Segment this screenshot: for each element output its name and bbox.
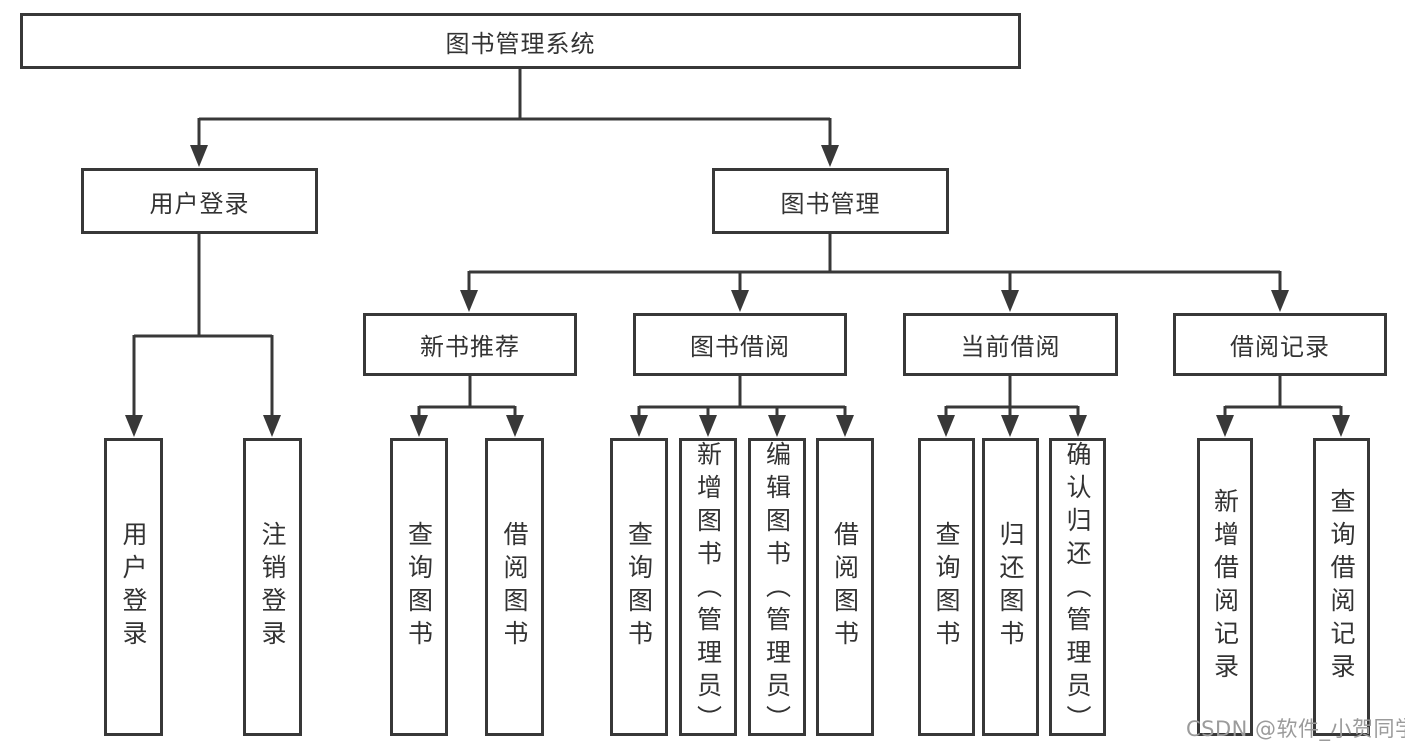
leaf-return-books-label: 归还图书 — [996, 521, 1025, 653]
leaf-add-borrow-record-label: 新增借阅记录 — [1210, 488, 1240, 686]
node-book-borrowing: 图书借阅 — [633, 313, 847, 376]
node-user-login: 用户登录 — [81, 168, 318, 234]
leaf-user-login-label: 用户登录 — [119, 521, 148, 653]
leaf-edit-books-admin: 编辑图书（管理员） — [748, 438, 806, 738]
leaf-logout-label: 注销登录 — [258, 521, 287, 653]
node-book-borrowing-label: 图书借阅 — [690, 333, 790, 361]
leaf-borrow-books-2: 借阅图书 — [816, 438, 874, 736]
leaf-query-books-3-label: 查询图书 — [932, 521, 961, 653]
node-borrow-records: 借阅记录 — [1173, 313, 1387, 376]
leaf-query-borrow-record: 查询借阅记录 — [1313, 438, 1370, 736]
node-root: 图书管理系统 — [20, 13, 1021, 69]
leaf-confirm-return-admin-label: 确认归还（管理员） — [1063, 441, 1092, 738]
leaf-borrow-books-1-label: 借阅图书 — [500, 521, 529, 653]
leaf-borrow-books-2-label: 借阅图书 — [830, 521, 860, 653]
leaf-confirm-return-admin: 确认归还（管理员） — [1049, 438, 1106, 738]
node-user-login-label: 用户登录 — [149, 189, 250, 218]
node-book-management: 图书管理 — [712, 168, 949, 234]
leaf-edit-books-admin-label: 编辑图书（管理员） — [762, 441, 792, 738]
node-new-book-recommend: 新书推荐 — [363, 313, 577, 376]
node-current-borrowing-label: 当前借阅 — [960, 333, 1061, 361]
leaf-add-books-admin: 新增图书（管理员） — [679, 438, 737, 738]
leaf-query-books-1: 查询图书 — [390, 438, 448, 736]
leaf-query-borrow-record-label: 查询借阅记录 — [1327, 488, 1356, 686]
leaf-add-borrow-record: 新增借阅记录 — [1197, 438, 1253, 736]
watermark: CSDN @软件_小贺同学 — [1186, 717, 1405, 741]
leaf-logout: 注销登录 — [243, 438, 302, 736]
leaf-add-books-admin-label: 新增图书（管理员） — [693, 441, 723, 738]
node-current-borrowing: 当前借阅 — [903, 313, 1118, 376]
node-borrow-records-label: 借阅记录 — [1230, 333, 1330, 361]
leaf-query-books-3: 查询图书 — [918, 438, 975, 736]
leaf-query-books-2-label: 查询图书 — [624, 521, 654, 653]
node-book-management-label: 图书管理 — [780, 189, 881, 218]
leaf-query-books-1-label: 查询图书 — [404, 521, 434, 653]
leaf-borrow-books-1: 借阅图书 — [485, 438, 544, 736]
leaf-user-login: 用户登录 — [104, 438, 163, 736]
node-root-label: 图书管理系统 — [445, 29, 596, 58]
leaf-query-books-2: 查询图书 — [610, 438, 668, 736]
leaf-return-books: 归还图书 — [982, 438, 1039, 736]
node-new-book-recommend-label: 新书推荐 — [420, 333, 520, 361]
